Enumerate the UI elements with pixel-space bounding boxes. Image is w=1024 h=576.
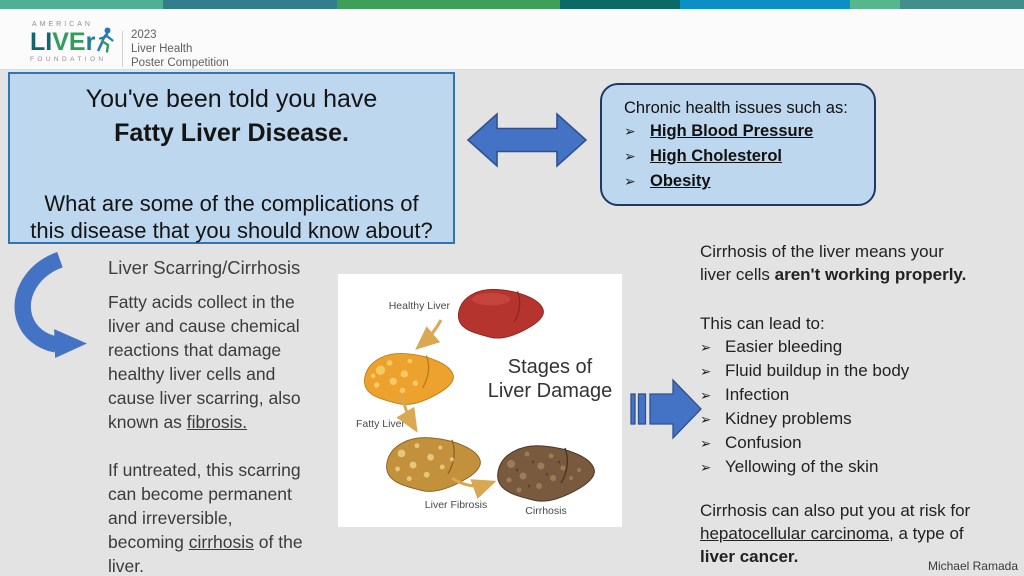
stages-diagram: Healthy Liver Fatty Liver <box>356 288 613 517</box>
paragraph-text: of the liver. <box>108 532 303 576</box>
logo-letter: L <box>30 28 46 56</box>
logo-letter: I <box>45 28 53 56</box>
section-heading: Liver Scarring/Cirrhosis <box>108 257 301 278</box>
stages-title-line-1: Stages of <box>508 356 593 378</box>
label-fatty-liver: Fatty Liver <box>356 418 406 430</box>
healthy-liver-illustration <box>458 288 544 339</box>
paragraph-text: Cirrhosis can also put you at risk for <box>700 501 971 520</box>
paragraph-text: , a type of <box>889 524 964 543</box>
stages-title-line-2: Liver Damage <box>488 380 613 402</box>
stage-arrow-icon <box>396 395 418 433</box>
logo-letter: r <box>85 28 96 56</box>
effect-label: Easier bleeding <box>725 337 843 356</box>
stage-arrow-icon <box>451 476 497 499</box>
american-liver-foundation-logo: AMERICAN L I V E r FOUNDATION <box>30 21 115 63</box>
effect-label: Confusion <box>725 433 802 452</box>
double-arrow-icon <box>466 112 588 168</box>
top-accent-bar <box>0 0 1024 9</box>
accent-segment <box>850 0 900 9</box>
event-title: 2023 Liver Health Poster Competition <box>131 28 229 70</box>
list-item: ➢ Obesity <box>624 170 864 193</box>
label-healthy-liver: Healthy Liver <box>389 300 451 312</box>
paragraph-cells: Cirrhosis of the liver means your liver … <box>700 240 974 286</box>
effect-label: Fluid buildup in the body <box>725 361 910 380</box>
paragraph-text: Fatty acids collect in the liver and cau… <box>108 292 301 432</box>
list-item: ➢ Infection <box>700 383 974 407</box>
label-liver-fibrosis: Liver Fibrosis <box>425 499 487 511</box>
arrow-bullet-icon: ➢ <box>700 388 712 403</box>
chronic-item-label: High Cholesterol <box>650 147 783 165</box>
accent-segment <box>680 0 850 9</box>
label-cirrhosis: Cirrhosis <box>525 505 566 517</box>
accent-segment <box>560 0 680 9</box>
effect-label: Yellowing of the skin <box>725 457 879 476</box>
chronic-heading: Chronic health issues such as: <box>624 99 848 117</box>
accent-segment <box>0 0 163 9</box>
underlined-term: hepatocellular carcinoma <box>700 524 889 543</box>
event-year: 2023 <box>131 29 157 41</box>
cirrhosis-liver-illustration <box>497 445 595 502</box>
logo-american-text: AMERICAN <box>32 21 93 28</box>
liver-fibrosis-illustration <box>386 437 481 492</box>
logo-liver-wordmark: L I V E r <box>30 27 115 56</box>
bold-phrase: liver cancer. <box>700 547 799 566</box>
accent-segment <box>163 0 337 9</box>
effect-label: Kidney problems <box>725 409 852 428</box>
arrow-bullet-icon: ➢ <box>700 340 712 355</box>
logo-letter: E <box>68 28 86 56</box>
list-item: ➢ Kidney problems <box>700 407 974 431</box>
bold-phrase: aren't working properly. <box>774 265 967 284</box>
chronic-item-label: High Blood Pressure <box>650 122 814 140</box>
underlined-term: cirrhosis <box>188 532 254 552</box>
author-credit: Michael Ramada <box>927 559 1018 573</box>
paragraph-cirrhosis: If untreated, this scarring can become p… <box>108 458 308 576</box>
accent-segment <box>900 0 1024 9</box>
running-man-icon <box>97 27 114 53</box>
question-line-2: this disease that you should know about? <box>30 218 433 243</box>
chronic-issues-box: Chronic health issues such as: ➢ High Bl… <box>600 83 876 206</box>
title-line-1: You've been told you have <box>85 85 378 113</box>
list-item: ➢ High Blood Pressure <box>624 120 864 143</box>
arrow-bullet-icon: ➢ <box>624 173 636 189</box>
paragraph-fibrosis: Fatty acids collect in the liver and cau… <box>108 290 308 434</box>
logo-letter: V <box>52 28 69 56</box>
striped-right-arrow-icon <box>630 378 702 440</box>
event-line: Liver Health <box>131 43 193 55</box>
paragraph-text: If untreated, this scarring can become p… <box>108 460 301 552</box>
list-item: ➢ Fluid buildup in the body <box>700 359 974 383</box>
arrow-bullet-icon: ➢ <box>700 364 712 379</box>
curved-arrow-icon <box>14 252 87 358</box>
list-item: ➢ Easier bleeding <box>700 335 974 359</box>
question-line-1: What are some of the complications of <box>44 191 419 216</box>
list-item: ➢ Confusion <box>700 431 974 455</box>
header-divider <box>122 31 123 67</box>
cirrhosis-effects-section: Cirrhosis of the liver means your liver … <box>700 240 974 568</box>
lead-in-text: This can lead to: <box>700 314 825 333</box>
stage-arrow-icon <box>415 319 443 350</box>
header: AMERICAN L I V E r FOUNDATION 2023 Liver <box>0 9 1024 70</box>
list-item: ➢ High Cholesterol <box>624 145 864 168</box>
list-item: ➢ Yellowing of the skin <box>700 455 974 479</box>
arrow-bullet-icon: ➢ <box>624 148 636 164</box>
title-box: You've been told you have Fatty Liver Di… <box>8 72 455 244</box>
logo-foundation-text: FOUNDATION <box>30 56 107 63</box>
chronic-item-label: Obesity <box>650 172 711 190</box>
arrow-bullet-icon: ➢ <box>700 436 712 451</box>
title-line-2: Fatty Liver Disease. <box>114 119 349 147</box>
arrow-bullet-icon: ➢ <box>624 123 636 139</box>
effect-label: Infection <box>725 385 790 404</box>
event-line: Poster Competition <box>131 57 229 69</box>
liver-scarring-section: Liver Scarring/Cirrhosis Fatty acids col… <box>108 256 308 576</box>
accent-segment <box>337 0 560 9</box>
paragraph-text: Cirrhosis of the liver means your liver … <box>700 242 944 284</box>
arrow-bullet-icon: ➢ <box>700 412 712 427</box>
stages-of-liver-damage-image: Healthy Liver Fatty Liver <box>338 274 622 527</box>
underlined-term: fibrosis. <box>186 412 248 432</box>
arrow-bullet-icon: ➢ <box>700 460 712 475</box>
paragraph-cancer-risk: Cirrhosis can also put you at risk for h… <box>700 499 974 568</box>
fatty-liver-illustration <box>364 353 454 405</box>
